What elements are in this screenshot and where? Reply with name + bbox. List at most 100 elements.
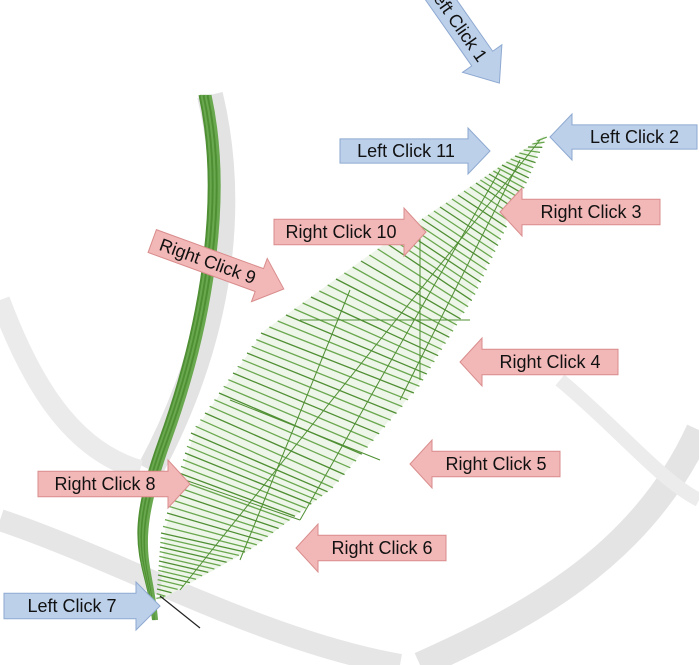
right-click-5-label: Right Click 5 [445, 454, 546, 474]
fill-stitch [223, 385, 368, 448]
left-click-7-label: Left Click 7 [27, 596, 116, 616]
leaf-shape [160, 135, 545, 600]
left-click-2-arrow-shape [549, 112, 698, 162]
right-click-6-label: Right Click 6 [331, 538, 432, 558]
fill-stitch [157, 583, 178, 591]
fill-stitch [451, 198, 505, 234]
left-click-7-arrow: Left Click 7 [3, 580, 161, 632]
fill-stitch [302, 302, 435, 363]
underlay-stitch [239, 289, 351, 561]
fill-stitch [269, 326, 420, 387]
right-click-10-arrow-shape [273, 206, 427, 258]
right-click-6-arrow: Right Click 6 [295, 522, 447, 574]
fill-stitch [237, 365, 386, 428]
right-click-10-arrow: Right Click 10 [273, 206, 427, 258]
right-click-5-arrow: Right Click 5 [409, 438, 561, 490]
fill-stitch [188, 439, 323, 497]
fill-stitch [218, 392, 363, 455]
right-click-3-arrow: Right Click 3 [499, 186, 661, 238]
underlay-stitch [399, 159, 521, 401]
fill-stitch [242, 359, 392, 421]
fill-stitch [532, 141, 545, 145]
fill-stitch [415, 222, 487, 271]
fill-stitch [159, 555, 215, 570]
fill-stitch [294, 308, 431, 369]
fill-stitch [214, 399, 357, 462]
right-click-10-label: Right Click 10 [285, 222, 396, 242]
right-click-4-label: Right Click 4 [499, 352, 600, 372]
fill-stitch [510, 158, 534, 169]
fill-stitch [170, 499, 274, 534]
fill-stitch [156, 593, 166, 597]
tie-off-stitch [159, 595, 201, 629]
fill-stitch [256, 339, 409, 401]
fill-stitch [162, 525, 252, 550]
fill-stitch [344, 272, 454, 332]
underlay-stitch [179, 139, 541, 591]
fill-stitch [536, 136, 547, 142]
fill-stitch [157, 574, 191, 584]
left-click-11-arrow-shape [339, 126, 491, 176]
fill-stitch [327, 284, 446, 345]
fill-stitch [158, 560, 209, 574]
right-click-3-label: Right Click 3 [540, 202, 641, 222]
right-click-8-arrow-shape [37, 458, 191, 510]
leaf-fill-stitches [156, 135, 547, 600]
right-click-8-label: Right Click 8 [54, 474, 155, 494]
fill-stitch [285, 314, 428, 375]
right-click-6-arrow-shape [295, 522, 447, 574]
fill-stitch [523, 149, 541, 154]
fill-stitch [159, 546, 227, 563]
fill-stitch [182, 459, 307, 509]
left-click-7-arrow-shape [3, 580, 161, 632]
fill-stitch [160, 532, 246, 553]
fill-stitch [180, 465, 301, 513]
left-click-11-arrow: Left Click 11 [339, 126, 491, 176]
fill-stitch [172, 492, 279, 530]
fill-stitch [160, 541, 233, 560]
underlay-stitch [184, 479, 301, 521]
fill-stitch [421, 218, 490, 265]
fill-stitch [178, 472, 296, 517]
fill-stitch [164, 519, 258, 546]
fill-stitch [352, 266, 458, 326]
fill-stitch [157, 579, 184, 587]
fill-stitch [260, 332, 415, 394]
fill-stitch [439, 206, 499, 247]
fill-stitch [190, 432, 328, 493]
fill-stitch [310, 296, 439, 357]
underlay-stitch [229, 399, 381, 461]
fill-stitch [159, 551, 221, 567]
fill-stitch [176, 479, 290, 521]
fill-stitch [246, 352, 397, 415]
fill-stitch [519, 152, 538, 159]
fill-stitch [166, 512, 263, 542]
right-click-5-arrow-shape [409, 438, 561, 490]
fill-stitch [156, 588, 172, 594]
left-click-11-label: Left Click 11 [357, 141, 455, 161]
fill-stitch [251, 345, 403, 408]
fill-stitch [186, 445, 317, 501]
right-click-4-arrow: Right Click 4 [459, 336, 619, 388]
fill-stitch [360, 260, 461, 320]
fill-stitch [174, 485, 285, 526]
left-click-2-label: Left Click 2 [590, 127, 679, 147]
right-click-8-arrow: Right Click 8 [37, 458, 191, 510]
left-click-2-arrow: Left Click 2 [549, 112, 698, 162]
click-annotations: Left Click 1 Left Click 2 Left Click 11 Rig… [3, 0, 698, 632]
fill-stitch [160, 537, 240, 557]
fill-stitch [514, 155, 536, 164]
fill-stitch [377, 248, 469, 308]
right-click-9-arrow-shape [147, 228, 285, 303]
underlay-stitch [299, 169, 501, 521]
fill-stitch [457, 194, 507, 228]
left-click-1-arrow: Left Click 1 [419, 0, 503, 84]
fill-stitch [209, 405, 351, 469]
fill-stitch [335, 278, 450, 338]
fill-stitch [156, 596, 165, 599]
fill-stitch [200, 419, 340, 482]
fill-stitch [195, 425, 334, 489]
fill-stitch [427, 214, 493, 259]
